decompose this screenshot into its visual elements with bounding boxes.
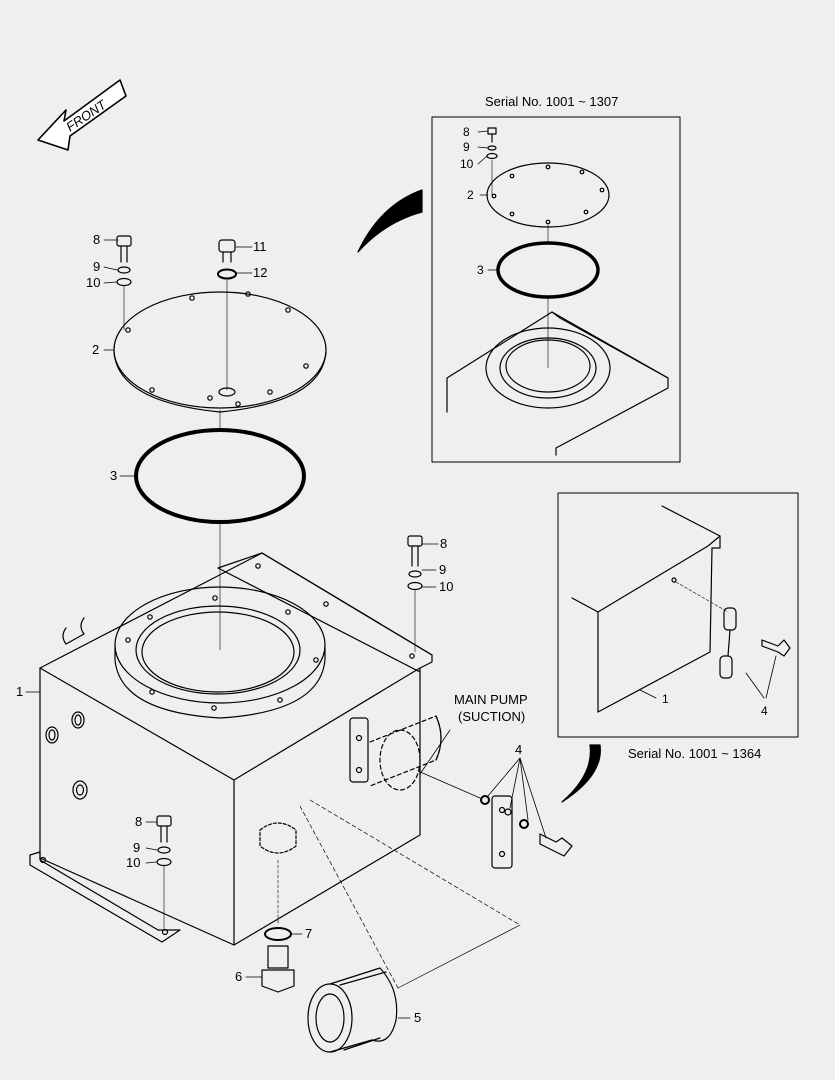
inset-top-title: Serial No. 1001 ~ 1307 xyxy=(485,94,618,109)
callout-11: 11 xyxy=(253,239,267,254)
callout-8-bottom: 8 xyxy=(135,814,142,829)
callout-10-right: 10 xyxy=(439,579,453,594)
main-pump-label-line1: MAIN PUMP xyxy=(454,692,528,707)
callout-9-top: 9 xyxy=(93,259,100,274)
main-drawing xyxy=(25,130,657,1053)
inset-right-frame xyxy=(557,492,799,738)
inset-top-callout-10: 10 xyxy=(460,157,474,171)
inset-right-drawing xyxy=(571,505,791,713)
inset-right-callout-4: 4 xyxy=(761,704,768,718)
callout-6: 6 xyxy=(235,969,242,984)
callout-12: 12 xyxy=(253,265,267,280)
callout-1: 1 xyxy=(16,684,23,699)
callout-9-bottom: 9 xyxy=(133,840,140,855)
callout-8-right: 8 xyxy=(440,536,447,551)
inset-right-pointer xyxy=(561,744,601,803)
callout-2: 2 xyxy=(92,342,99,357)
callout-8-top: 8 xyxy=(93,232,100,247)
inset-top-frame xyxy=(431,116,681,463)
inset-top-callout-2: 2 xyxy=(467,188,474,202)
inset-top-drawing xyxy=(446,127,669,456)
front-arrow-icon xyxy=(37,79,127,151)
inset-right-title: Serial No. 1001 ~ 1364 xyxy=(628,746,761,761)
callout-4: 4 xyxy=(515,742,522,757)
callout-5: 5 xyxy=(414,1010,421,1025)
callout-10-bottom: 10 xyxy=(126,855,140,870)
inset-top-callout-9: 9 xyxy=(463,140,470,154)
inset-top-callout-3: 3 xyxy=(477,263,484,277)
callout-7: 7 xyxy=(305,926,312,941)
callout-9-right: 9 xyxy=(439,562,446,577)
inset-top-callout-8: 8 xyxy=(463,125,470,139)
callout-3: 3 xyxy=(110,468,117,483)
callout-10-top: 10 xyxy=(86,275,100,290)
inset-right-callout-1: 1 xyxy=(662,692,669,706)
main-pump-label-line2: (SUCTION) xyxy=(458,709,525,724)
inset-top-pointer xyxy=(357,189,423,253)
